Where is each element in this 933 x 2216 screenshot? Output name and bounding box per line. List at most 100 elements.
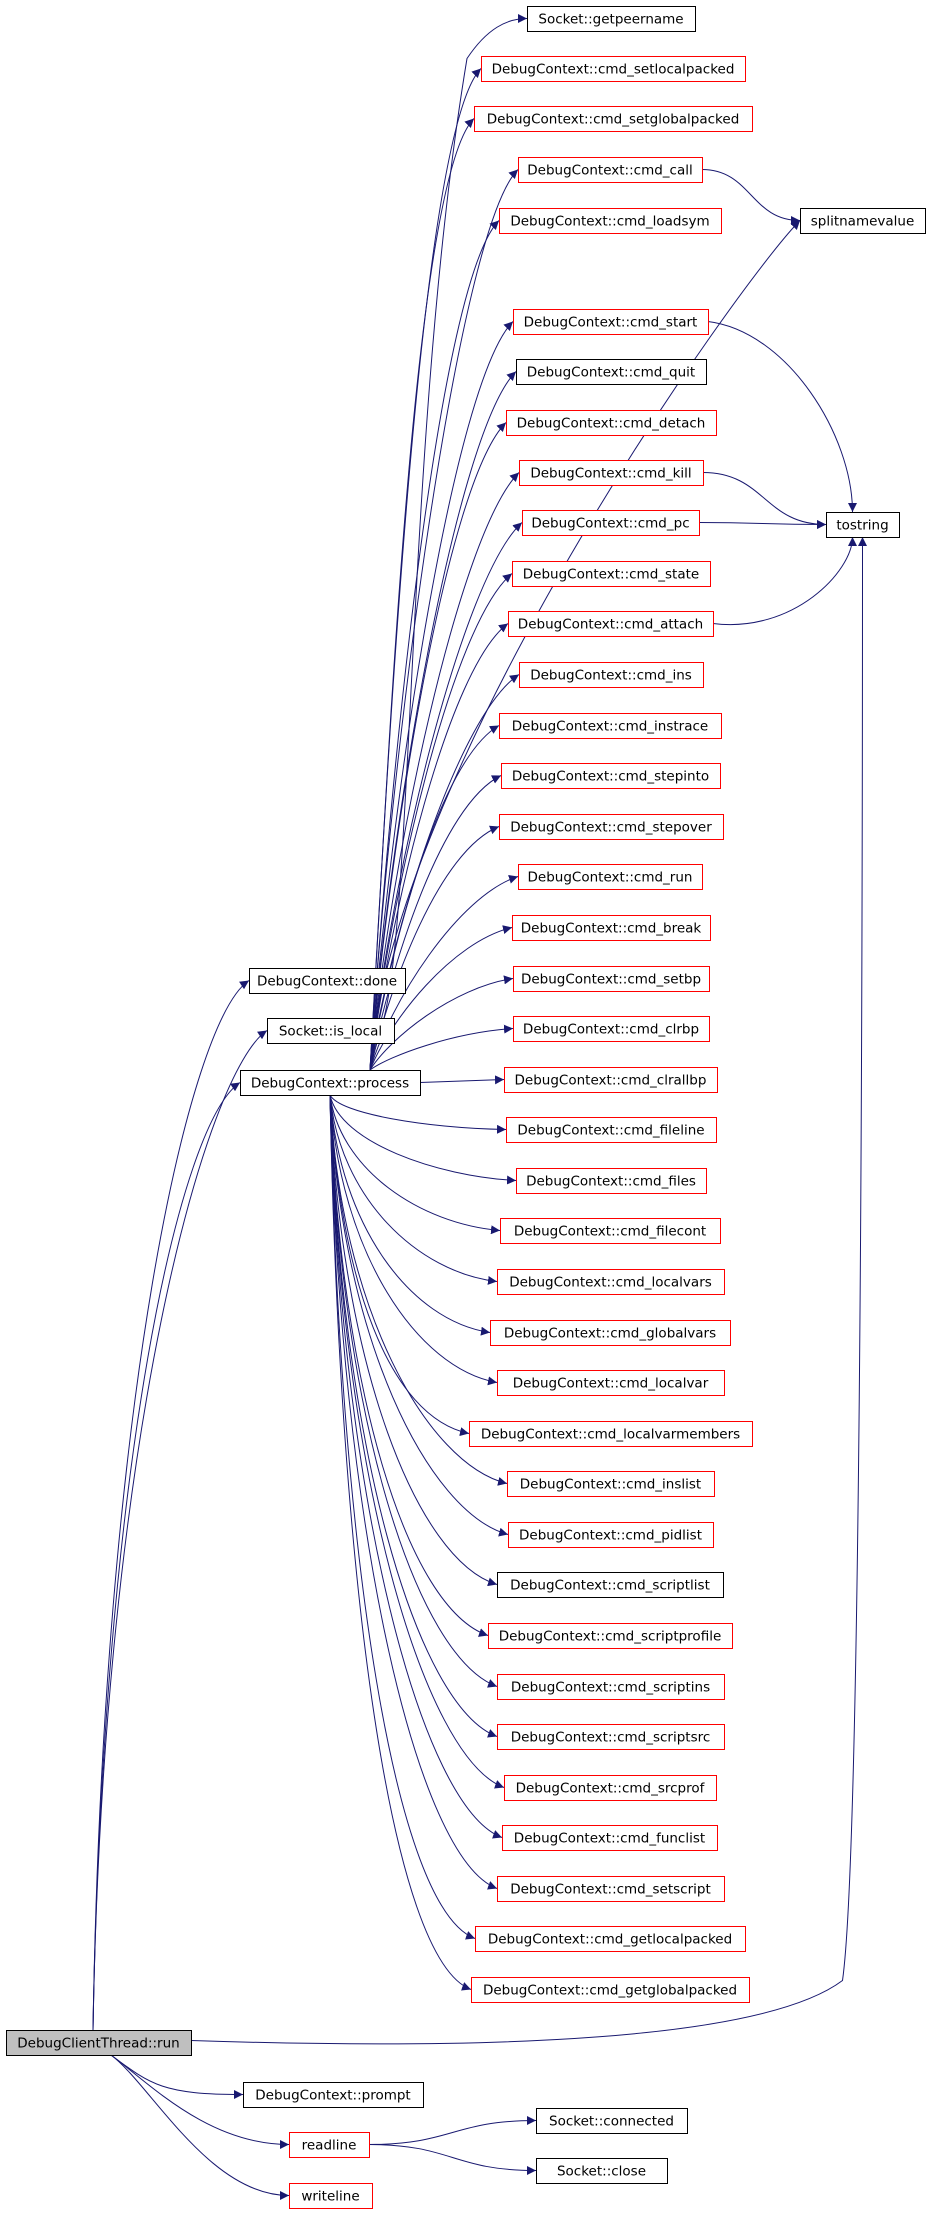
- node-label: DebugContext::cmd_stepinto: [512, 769, 709, 785]
- edge-process-to-attach: [369, 623, 509, 1071]
- node-writeline[interactable]: writeline: [289, 2183, 373, 2209]
- node-label: DebugContext::process: [251, 1076, 409, 1092]
- node-label: DebugContext::cmd_clrbp: [523, 1022, 699, 1038]
- node-setglobalpacked[interactable]: DebugContext::cmd_setglobalpacked: [474, 106, 753, 132]
- node-label: DebugContext::cmd_setscript: [510, 1882, 711, 1898]
- node-box: [497, 1269, 725, 1295]
- node-getlocalpacked[interactable]: DebugContext::cmd_getlocalpacked: [475, 1926, 746, 1952]
- node-quit[interactable]: DebugContext::cmd_quit: [516, 359, 707, 385]
- node-localvarmembers[interactable]: DebugContext::cmd_localvarmembers: [469, 1421, 753, 1447]
- node-label: DebugContext::prompt: [255, 2088, 410, 2104]
- node-label: DebugClientThread::run: [17, 2036, 179, 2052]
- node-globalvars[interactable]: DebugContext::cmd_globalvars: [490, 1320, 731, 1346]
- edge-kill-to-tostring: [702, 472, 827, 529]
- node-stepover[interactable]: DebugContext::cmd_stepover: [499, 814, 724, 840]
- edge-process-to-setscript: [329, 1094, 498, 1890]
- node-label: DebugContext::cmd_ins: [530, 668, 692, 684]
- node-box: [516, 1168, 707, 1194]
- node-attach[interactable]: DebugContext::cmd_attach: [508, 611, 714, 637]
- node-box: [512, 561, 711, 587]
- node-box: [506, 410, 717, 436]
- node-box: [499, 208, 722, 234]
- edge-run-to-tostring: [190, 536, 867, 2045]
- node-start[interactable]: DebugContext::cmd_start: [513, 309, 709, 335]
- edge-run-to-is_local: [92, 1030, 268, 2031]
- node-break[interactable]: DebugContext::cmd_break: [512, 915, 711, 941]
- node-pidlist[interactable]: DebugContext::cmd_pidlist: [508, 1522, 714, 1548]
- edge-process-to-funclist: [329, 1094, 503, 1839]
- node-localvars[interactable]: DebugContext::cmd_localvars: [497, 1269, 725, 1295]
- edge-pc-to-tostring: [698, 519, 827, 529]
- node-run-cmd[interactable]: DebugContext::cmd_run: [518, 864, 703, 890]
- node-pc[interactable]: DebugContext::cmd_pc: [522, 510, 700, 536]
- edge-readline-to-close: [368, 2144, 537, 2175]
- node-tostring[interactable]: tostring: [826, 512, 900, 538]
- node-prompt[interactable]: DebugContext::prompt: [243, 2082, 424, 2108]
- node-setbp[interactable]: DebugContext::cmd_setbp: [513, 966, 710, 992]
- node-label: DebugContext::cmd_funclist: [514, 1831, 705, 1847]
- node-box: [536, 2158, 668, 2184]
- node-files[interactable]: DebugContext::cmd_files: [516, 1168, 707, 1194]
- node-label: readline: [302, 2138, 357, 2154]
- node-state[interactable]: DebugContext::cmd_state: [512, 561, 711, 587]
- node-scriptprofile[interactable]: DebugContext::cmd_scriptprofile: [488, 1623, 733, 1649]
- node-setscript[interactable]: DebugContext::cmd_setscript: [497, 1876, 725, 1902]
- node-label: DebugContext::cmd_detach: [517, 416, 706, 432]
- node-label: DebugContext::cmd_state: [523, 567, 699, 583]
- node-label: DebugContext::cmd_quit: [527, 365, 695, 381]
- node-stepinto[interactable]: DebugContext::cmd_stepinto: [501, 763, 721, 789]
- node-done[interactable]: DebugContext::done: [249, 968, 406, 994]
- node-getpeername[interactable]: Socket::getpeername: [527, 6, 696, 32]
- node-scriptlist[interactable]: DebugContext::cmd_scriptlist: [497, 1572, 724, 1598]
- node-box: [497, 1572, 724, 1598]
- node-label: writeline: [301, 2189, 359, 2205]
- edge-process-to-pidlist: [329, 1094, 509, 1537]
- node-srcprof[interactable]: DebugContext::cmd_srcprof: [504, 1775, 717, 1801]
- edge-is_local-to-getpeername: [383, 14, 528, 1019]
- edge-process-to-srcprof: [329, 1094, 505, 1789]
- node-label: DebugContext::cmd_fileline: [517, 1123, 704, 1139]
- node-label: DebugContext::cmd_files: [526, 1174, 696, 1190]
- node-kill[interactable]: DebugContext::cmd_kill: [519, 460, 704, 486]
- node-funclist[interactable]: DebugContext::cmd_funclist: [502, 1825, 718, 1851]
- node-box: [497, 1724, 725, 1750]
- edge-process-to-scriptprofile: [329, 1094, 489, 1637]
- node-box: [527, 6, 696, 32]
- node-label: DebugContext::cmd_setglobalpacked: [487, 112, 740, 128]
- node-filecont[interactable]: DebugContext::cmd_filecont: [500, 1218, 721, 1244]
- node-is-local[interactable]: Socket::is_local: [267, 1018, 395, 1044]
- node-splitnamevalue[interactable]: splitnamevalue: [800, 208, 926, 234]
- edge-process-to-setglobalpacked: [369, 118, 475, 1071]
- node-label: Socket::close: [557, 2164, 646, 2180]
- node-run[interactable]: DebugClientThread::run: [6, 2030, 192, 2056]
- node-getglobalpacked[interactable]: DebugContext::cmd_getglobalpacked: [471, 1977, 750, 2003]
- edge-process-to-quit: [369, 371, 517, 1071]
- node-fileline[interactable]: DebugContext::cmd_fileline: [506, 1117, 717, 1143]
- node-label: DebugContext::cmd_scriptprofile: [499, 1629, 722, 1645]
- node-label: DebugContext::cmd_pc: [531, 516, 689, 532]
- node-process[interactable]: DebugContext::process: [240, 1070, 421, 1096]
- node-clrallbp[interactable]: DebugContext::cmd_clrallbp: [504, 1067, 718, 1093]
- node-readline[interactable]: readline: [289, 2132, 370, 2158]
- node-box: [513, 1016, 710, 1042]
- node-inslist[interactable]: DebugContext::cmd_inslist: [507, 1471, 715, 1497]
- node-setlocalpacked[interactable]: DebugContext::cmd_setlocalpacked: [481, 56, 746, 82]
- node-scriptins[interactable]: DebugContext::cmd_scriptins: [497, 1674, 725, 1700]
- node-label: tostring: [836, 518, 888, 534]
- node-call[interactable]: DebugContext::cmd_call: [518, 157, 703, 183]
- node-loadsym[interactable]: DebugContext::cmd_loadsym: [499, 208, 722, 234]
- node-label: DebugContext::cmd_scriptlist: [510, 1578, 710, 1594]
- node-box: [471, 1977, 750, 2003]
- node-localvar[interactable]: DebugContext::cmd_localvar: [497, 1370, 725, 1396]
- node-box: [516, 359, 707, 385]
- node-box: [474, 106, 753, 132]
- node-clrbp[interactable]: DebugContext::cmd_clrbp: [513, 1016, 710, 1042]
- node-instrace[interactable]: DebugContext::cmd_instrace: [499, 713, 722, 739]
- node-connected[interactable]: Socket::connected: [536, 2108, 688, 2134]
- node-detach[interactable]: DebugContext::cmd_detach: [506, 410, 717, 436]
- node-ins[interactable]: DebugContext::cmd_ins: [519, 662, 704, 688]
- node-scriptsrc[interactable]: DebugContext::cmd_scriptsrc: [497, 1724, 725, 1750]
- node-close[interactable]: Socket::close: [536, 2158, 668, 2184]
- node-label: Socket::is_local: [279, 1024, 382, 1040]
- node-box: [519, 460, 704, 486]
